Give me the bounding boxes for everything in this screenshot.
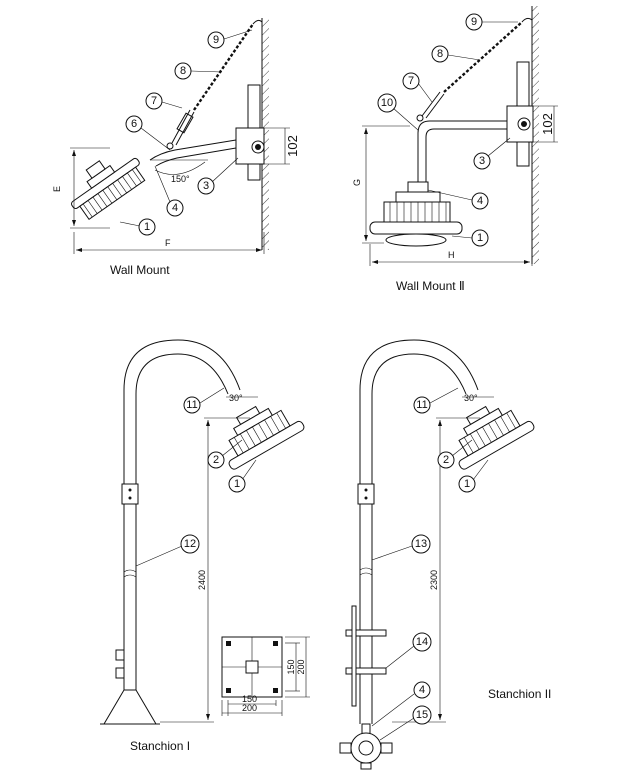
svg-text:8: 8	[437, 48, 443, 60]
svg-text:10: 10	[381, 97, 393, 109]
turnbuckle	[171, 109, 195, 146]
svg-text:1: 1	[144, 221, 150, 233]
callout-6: 6	[125, 115, 171, 151]
mount-arm	[417, 120, 507, 182]
pole-clamp	[121, 483, 139, 505]
callout-1: 1	[451, 229, 489, 247]
mount-arm	[149, 139, 237, 161]
dim-102-wm2: 102	[540, 113, 555, 135]
callout-9: 9	[465, 13, 518, 31]
svg-text:3: 3	[203, 180, 209, 192]
lamp-fixture	[228, 405, 305, 470]
callout-3: 3	[473, 137, 511, 170]
callout-7: 7	[402, 72, 433, 103]
callout-2: 2	[437, 439, 473, 469]
svg-text:12: 12	[184, 538, 196, 550]
angle-30-s2: 30°	[464, 393, 478, 403]
callout-4: 4	[154, 165, 184, 217]
stanchion-i-figure: 2400 30° 11 2 1 12 Stanchion I	[100, 339, 305, 753]
svg-text:3: 3	[479, 155, 485, 167]
dim-base-150-h: 150	[242, 694, 257, 704]
lamp-fixture	[458, 405, 535, 470]
callout-1: 1	[228, 459, 257, 493]
wall-mount-figure: E F 102 150° 1 3 4 6 7 8 9 Wall Mount	[52, 18, 300, 277]
turnbuckle	[421, 91, 445, 119]
svg-text:7: 7	[408, 75, 414, 87]
callout-15: 15	[379, 705, 432, 741]
pole-base	[103, 689, 157, 725]
wall	[532, 6, 539, 264]
dim-g: G	[352, 179, 362, 186]
dim-f: F	[165, 238, 171, 248]
callout-4: 4	[427, 189, 489, 210]
svg-text:1: 1	[234, 478, 240, 490]
svg-text:9: 9	[213, 34, 219, 46]
chain	[443, 21, 523, 93]
svg-text:6: 6	[131, 118, 137, 130]
callout-8: 8	[174, 62, 223, 80]
lamp-fixture	[71, 157, 146, 221]
callout-2: 2	[207, 439, 243, 469]
svg-text:7: 7	[151, 95, 157, 107]
callout-14: 14	[385, 632, 432, 669]
dim-2400: 2400	[197, 570, 207, 590]
svg-text:4: 4	[477, 195, 483, 207]
svg-text:2: 2	[213, 454, 219, 466]
callout-11: 11	[183, 387, 225, 414]
pole-clamp	[357, 483, 375, 505]
pole	[123, 339, 241, 690]
svg-text:11: 11	[416, 399, 427, 411]
angle-150: 150°	[171, 174, 190, 184]
callout-11: 11	[413, 387, 459, 414]
svg-text:11: 11	[186, 399, 197, 411]
dim-e: E	[52, 186, 62, 192]
svg-text:9: 9	[471, 16, 477, 28]
angle-30-s1: 30°	[229, 393, 243, 403]
svg-text:15: 15	[416, 709, 428, 721]
svg-text:8: 8	[180, 65, 186, 77]
callout-7: 7	[145, 92, 183, 110]
junction-box	[350, 732, 382, 764]
wall-clamp-lower	[345, 667, 387, 675]
svg-text:4: 4	[172, 202, 178, 214]
dim-2300: 2300	[429, 570, 439, 590]
stanchion-ii-figure: 2300 30° 11 2 1 13 14 4 15 Stanchion II	[339, 339, 551, 770]
callout-10: 10	[377, 93, 419, 131]
svg-text:14: 14	[416, 636, 428, 648]
chain	[193, 23, 254, 111]
callout-1: 1	[119, 218, 156, 236]
callout-13: 13	[371, 534, 431, 561]
caption-wall-mount-ii: Wall Mount Ⅱ	[396, 279, 465, 293]
dim-h: H	[448, 250, 455, 260]
callout-4: 4	[371, 681, 431, 727]
svg-text:1: 1	[477, 232, 483, 244]
dim-base-150-v: 150	[286, 659, 296, 674]
wall-clamp-upper	[345, 629, 387, 637]
caption-wall-mount: Wall Mount	[110, 263, 170, 277]
svg-text:1: 1	[464, 478, 470, 490]
wall-mount-ii-figure: G H 102 1 3 4 7 8 9 10 Wall Mount Ⅱ	[352, 6, 558, 293]
dim-base-200-h: 200	[242, 703, 257, 713]
callout-8: 8	[431, 45, 481, 63]
callout-1: 1	[458, 459, 489, 493]
svg-text:2: 2	[443, 454, 449, 466]
svg-text:4: 4	[419, 684, 425, 696]
junction-box	[506, 105, 534, 143]
caption-stanchion-i: Stanchion I	[130, 739, 190, 753]
lamp-fixture	[369, 181, 463, 247]
pole	[359, 339, 479, 724]
wall	[262, 18, 269, 250]
callout-9: 9	[207, 29, 253, 49]
callout-3: 3	[197, 157, 239, 195]
callout-12: 12	[135, 534, 200, 567]
dim-base-200-v: 200	[296, 659, 306, 674]
base-plate-drawing: 150 200 150 200	[221, 636, 310, 716]
dim-102-wm1: 102	[285, 135, 300, 157]
svg-text:13: 13	[415, 538, 427, 550]
caption-stanchion-ii: Stanchion II	[488, 687, 551, 701]
